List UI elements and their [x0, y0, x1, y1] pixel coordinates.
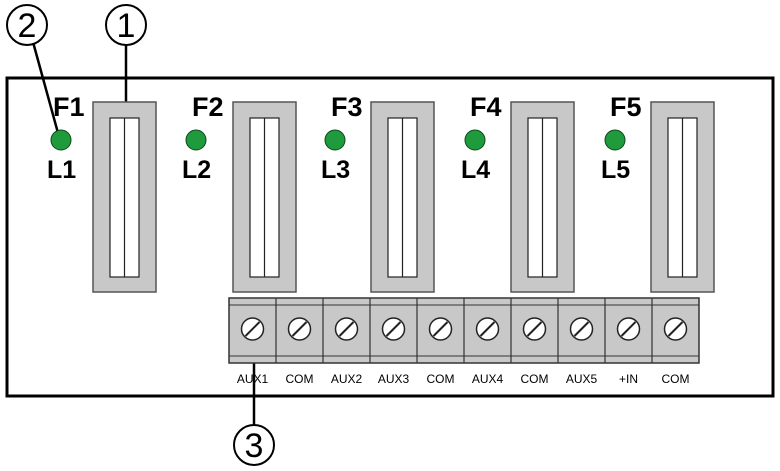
screw-slot [620, 321, 637, 337]
terminal-label: COM [286, 372, 314, 386]
screw-terminal [569, 317, 594, 341]
led-label: L2 [182, 156, 211, 184]
led-indicator [604, 129, 626, 151]
screw-terminal [616, 317, 641, 341]
terminal-label: COM [521, 372, 549, 386]
fuse-group-4: F4 L4 [461, 92, 575, 293]
screw-slot [526, 321, 543, 337]
terminal-label: +IN [619, 372, 638, 386]
fuse-group-1: F1 L1 [47, 92, 157, 293]
led-indicator [50, 129, 72, 151]
callout-1: 1 [105, 4, 147, 104]
screw-terminal [240, 317, 265, 341]
fuse-group-2: F2 L2 [182, 92, 297, 293]
screw-slot [244, 321, 261, 337]
screw-terminal [663, 317, 688, 341]
fuse-label: F5 [610, 92, 642, 122]
screw-terminal [381, 317, 406, 341]
screw-terminal [287, 317, 312, 341]
screw-terminal [475, 317, 500, 341]
led-label: L4 [461, 156, 490, 184]
screw-slot [432, 321, 449, 337]
screw-slot [338, 321, 355, 337]
screw-slot [385, 321, 402, 337]
callout-2-leader [31, 41, 60, 134]
fuse-label: F2 [192, 92, 224, 122]
led-label: L1 [47, 156, 76, 184]
terminal-label: AUX5 [566, 372, 598, 386]
led-label: L3 [321, 156, 350, 184]
terminal-label: AUX4 [472, 372, 504, 386]
terminal-label: AUX2 [331, 372, 363, 386]
fuse-group-3: F3 L3 [321, 92, 435, 293]
led-indicator [185, 129, 207, 151]
callout-3-circle [233, 424, 275, 466]
screw-slot [573, 321, 590, 337]
callout-2-number: 2 [18, 7, 37, 45]
terminal-label: COM [662, 372, 690, 386]
callout-1-number: 1 [117, 7, 136, 45]
fuse-label: F4 [470, 92, 502, 122]
terminal-label: AUX3 [378, 372, 410, 386]
callout-3: 3 [233, 363, 275, 466]
fuse-group-5: F5 L5 [601, 92, 715, 293]
screw-slot [667, 321, 684, 337]
screw-terminal [522, 317, 547, 341]
fuse-label: F1 [53, 92, 85, 122]
callout-1-circle [105, 4, 147, 46]
terminal-label: AUX1 [237, 372, 269, 386]
callout-2-circle [6, 4, 48, 46]
screw-terminal [334, 317, 359, 341]
led-label: L5 [601, 156, 630, 184]
terminal-block: AUX1 COM AUX2 AUX3 COM AUX4 COM AUX5 +IN… [228, 297, 700, 386]
led-indicator [324, 129, 346, 151]
screw-terminal [428, 317, 453, 341]
led-indicator [464, 129, 486, 151]
callout-2: 2 [6, 4, 60, 134]
fuse-label: F3 [331, 92, 363, 122]
screw-slot [291, 321, 308, 337]
terminal-label: COM [427, 372, 455, 386]
callout-3-number: 3 [245, 427, 264, 465]
screw-slot [479, 321, 496, 337]
